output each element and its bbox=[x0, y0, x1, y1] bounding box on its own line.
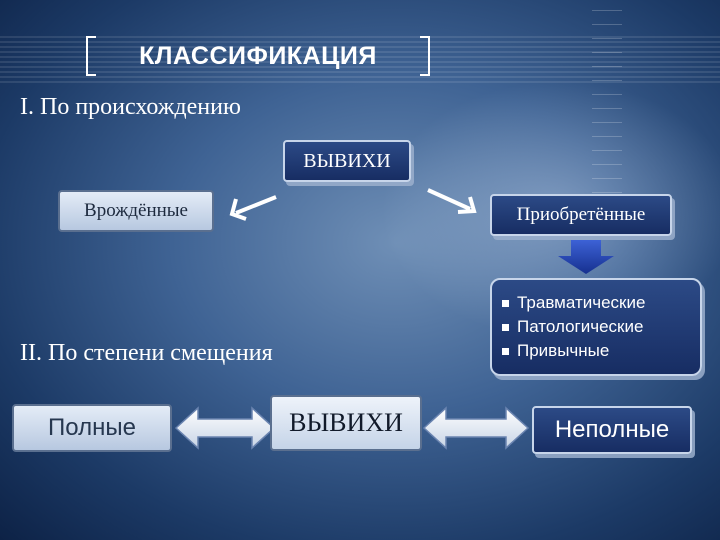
title-bracket-left bbox=[86, 36, 96, 76]
section1-heading: I. По происхождению bbox=[20, 94, 241, 120]
header-stripes bbox=[0, 36, 720, 86]
type-label: Патологические bbox=[517, 317, 644, 336]
arrow-to-acquired bbox=[427, 188, 477, 214]
ruler-ticks bbox=[592, 10, 622, 200]
dislocations-center-box: ВЫВИХИ bbox=[270, 395, 422, 451]
slide-title: КЛАССИФИКАЦИЯ bbox=[86, 36, 430, 76]
acquired-types-box: Травматические Патологические Привычные bbox=[490, 278, 702, 376]
type-item: Привычные bbox=[502, 340, 609, 362]
title-text: КЛАССИФИКАЦИЯ bbox=[139, 41, 377, 70]
blue-down-arrow bbox=[558, 240, 614, 274]
type-item: Патологические bbox=[502, 316, 643, 338]
bullet-icon bbox=[502, 347, 509, 355]
double-arrow-full bbox=[174, 406, 276, 450]
double-arrow-partial bbox=[422, 406, 530, 450]
arrow-to-congenital bbox=[229, 195, 277, 221]
full-dislocation-box: Полные bbox=[12, 404, 172, 452]
partial-dislocation-box: Неполные bbox=[532, 406, 692, 454]
title-bracket-right bbox=[420, 36, 430, 76]
congenital-box: Врождённые bbox=[58, 190, 214, 232]
bullet-icon bbox=[502, 299, 509, 307]
type-label: Привычные bbox=[517, 341, 610, 360]
type-item: Травматические bbox=[502, 292, 645, 314]
section2-heading: II. По степени смещения bbox=[20, 340, 273, 366]
type-label: Травматические bbox=[517, 293, 646, 312]
bullet-icon bbox=[502, 323, 509, 331]
acquired-box: Приобретённые bbox=[490, 194, 672, 236]
dislocations-root-box: ВЫВИХИ bbox=[283, 140, 411, 182]
